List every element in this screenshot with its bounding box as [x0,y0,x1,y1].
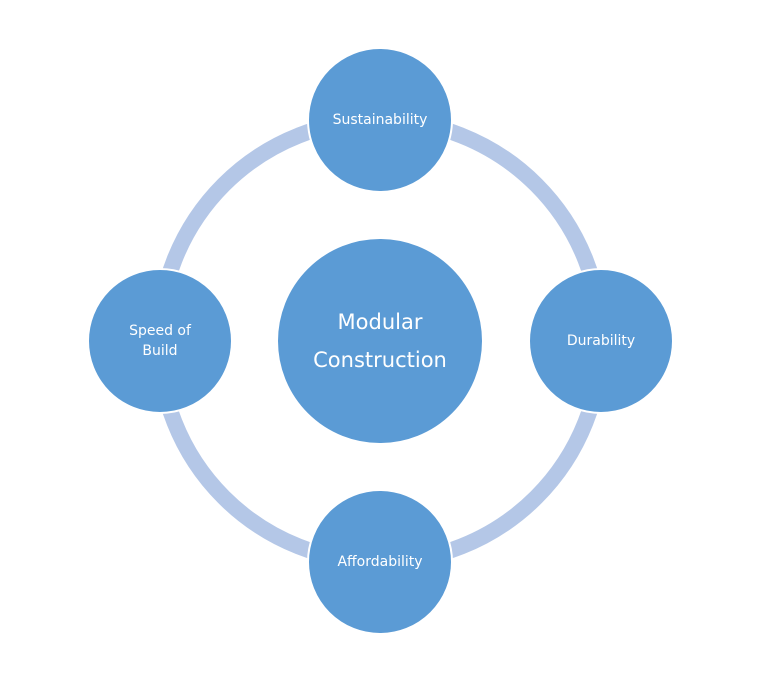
node-label: Sustainability [332,112,428,128]
node-speed-of-build: Speed of Build [87,268,233,414]
node-label: Affordability [337,554,423,570]
center-node: Modular Construction [276,237,484,445]
center-label-line2: Construction [313,348,447,372]
node-label: Durability [566,333,636,349]
center-label-line1: Modular [337,310,423,334]
node-label-line2: Build [142,343,178,359]
node-affordability: Affordability [307,489,453,635]
node-sustainability: Sustainability [307,47,453,193]
node-label-line1: Speed of [129,323,191,339]
node-durability: Durability [528,268,674,414]
